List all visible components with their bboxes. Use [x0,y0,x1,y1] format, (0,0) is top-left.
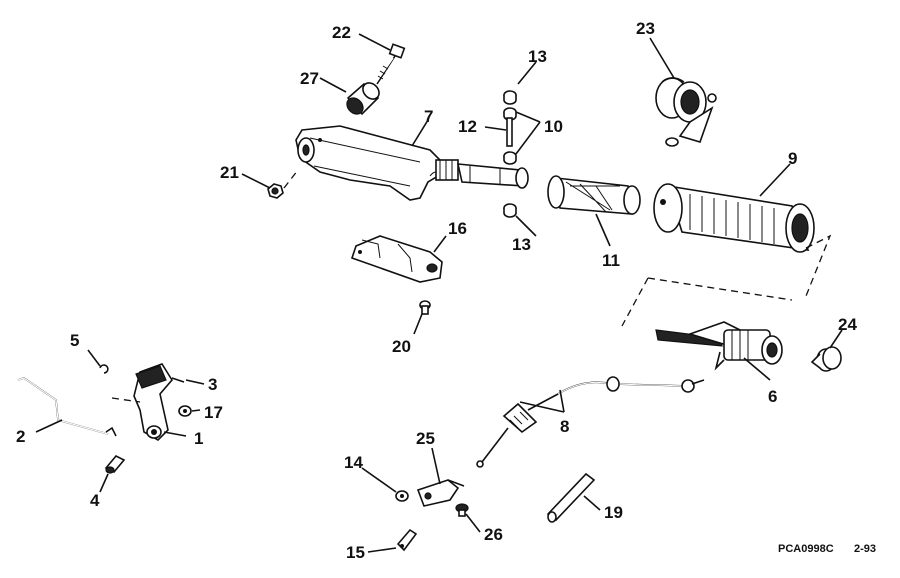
part-6-throttle-shaft [655,321,783,371]
callout-8: 8 [560,417,569,436]
callout-21: 21 [220,163,239,182]
part-8-cable [476,376,705,468]
part-11-grip-sleeve [547,175,641,215]
callout-11: 11 [602,251,620,270]
callout-12: 12 [458,117,477,136]
footer: PCA0998C 2-93 [778,543,876,555]
part-21-nut [267,169,299,199]
part-13-bushing-top [503,90,517,105]
callout-4: 4 [90,491,100,510]
callout-26: 26 [484,525,503,544]
callout-9: 9 [788,149,797,168]
part-14-washer [395,490,409,502]
callout-19: 19 [604,503,623,522]
part-27-bushing [346,82,380,116]
callout-2: 2 [16,427,25,446]
part-25-bracket [416,479,465,507]
callout-7: 7 [424,107,433,126]
part-13-bushing-bottom [503,203,517,218]
callout-10: 10 [544,117,563,136]
part-19-tube [546,472,596,523]
part-3-pin [171,377,185,383]
part-9-throttle-grip [653,183,815,253]
part-17-washer [178,405,192,417]
callout-3: 3 [208,375,217,394]
part-10-bushings [503,107,517,165]
part-12-pin [506,117,513,147]
part-4-fitting [104,455,126,474]
callout-labels: 22 27 7 21 13 12 10 13 23 9 11 16 20 6 2… [16,19,857,562]
callout-13-bottom: 13 [512,235,531,254]
part-20-screw [419,300,431,315]
callout-15: 15 [346,543,365,562]
part-16-bracket [350,235,443,283]
part-23-cam [655,77,717,147]
callout-6: 6 [768,387,777,406]
callout-5: 5 [70,331,79,350]
callout-27: 27 [300,69,319,88]
figure-code: PCA0998C [778,543,834,555]
part-15-terminal [396,528,418,552]
part-7-tiller-arm [295,125,529,201]
part-24-plug [810,346,842,372]
part-1-lever [111,363,173,441]
callout-25: 25 [416,429,435,448]
part-22-bolt [374,43,406,85]
assembly-lines [621,234,832,327]
part-26-screw [455,503,469,517]
callout-13-top: 13 [528,47,547,66]
callout-24: 24 [838,315,857,334]
callout-22: 22 [332,23,351,42]
callout-17: 17 [204,403,223,422]
callout-23: 23 [636,19,655,38]
callout-14: 14 [344,453,363,472]
page-reference: 2-93 [854,543,876,555]
leader-lines [35,33,843,553]
callout-1: 1 [194,429,203,448]
part-2-link-rod [17,377,117,437]
callout-20: 20 [392,337,411,356]
part-5-clip [99,364,109,374]
callout-16: 16 [448,219,467,238]
